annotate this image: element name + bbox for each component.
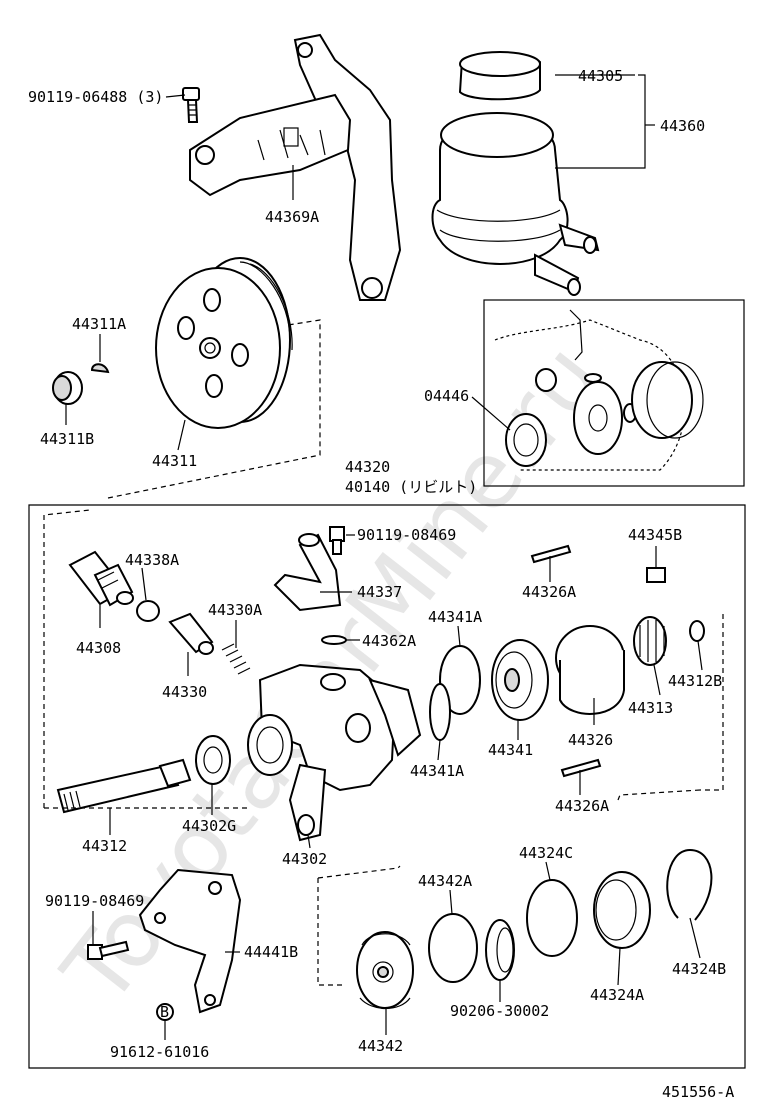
key-44311a — [90, 363, 110, 374]
spring-44330a — [221, 643, 251, 675]
diagram-id: 451556-A — [662, 1083, 734, 1101]
label-valve: 44308 — [76, 639, 121, 657]
bolt-90119-06488 — [182, 87, 200, 123]
label-shaft: 44312 — [82, 837, 127, 855]
label-side-plate: 44341 — [488, 741, 533, 759]
label-nut-b: 91612-61016 — [110, 1043, 209, 1061]
label-key: 44311A — [72, 315, 126, 333]
housing-44302 — [247, 663, 422, 842]
label-reservoir: 44360 — [660, 117, 705, 135]
label-nut: 44311B — [40, 430, 94, 448]
snap-ring-44312b — [689, 620, 705, 642]
oring-44362a — [321, 635, 347, 645]
shaft-44312 — [56, 758, 192, 814]
label-ring-a: 44324A — [590, 986, 644, 1004]
ring-44341a-lower — [429, 683, 451, 741]
pulley-44311 — [155, 257, 293, 429]
seal-44302g — [195, 735, 231, 785]
label-clip: 90206-30002 — [450, 1002, 549, 1020]
cam-ring-44326 — [555, 625, 625, 715]
rotor-44313 — [633, 616, 667, 666]
label-pin-upper: 44326A — [522, 583, 576, 601]
label-pump-assy: 44320 — [345, 458, 390, 476]
rear-housing-44342 — [356, 931, 414, 1010]
pin-44326a-upper — [530, 544, 572, 564]
oring-44342a — [428, 913, 478, 983]
plate-44345b — [646, 567, 666, 583]
label-oring-a: 44342A — [418, 872, 472, 890]
svg-text:B: B — [160, 1003, 169, 1021]
label-pump-rebuilt: 40140 (リビルト) — [345, 478, 477, 496]
label-oring-valve: 44338A — [125, 551, 179, 569]
oring-44338a — [136, 600, 160, 622]
bracket-44369a — [189, 33, 402, 301]
clip-90206-30002 — [485, 919, 515, 981]
label-bolt-low: 90119-08469 — [45, 892, 144, 910]
leader-lines — [65, 74, 703, 1040]
nut-91612-61016: B — [156, 1003, 174, 1021]
label-ring-lower: 44341A — [410, 762, 464, 780]
label-housing: 44302 — [282, 850, 327, 868]
label-gasket-kit: 04446 — [424, 387, 469, 405]
label-union: 44337 — [357, 583, 402, 601]
pin-44326a-lower — [560, 758, 602, 778]
label-pin-lower: 44326A — [555, 797, 609, 815]
reservoir-44360 — [431, 51, 600, 296]
flow-valve-44330 — [168, 612, 214, 655]
label-pulley: 44311 — [152, 452, 197, 470]
label-oring-union: 44362A — [362, 632, 416, 650]
label-bolt-mid: 90119-08469 — [357, 526, 456, 544]
label-flow-valve: 44330 — [162, 683, 207, 701]
label-rotor: 44313 — [628, 699, 673, 717]
valve-44308 — [68, 550, 134, 607]
part-labels: 90119-06488 (3) 44369A 44305 44360 44311… — [28, 67, 734, 1101]
pump-assy-frame — [28, 504, 746, 1069]
label-snap-ring: 44312B — [668, 672, 722, 690]
oring-44324c — [526, 879, 578, 957]
label-snap-b: 44324B — [672, 960, 726, 978]
nut-44311b — [52, 371, 83, 405]
label-rear-housing: 44342 — [358, 1037, 403, 1055]
label-cam-ring: 44326 — [568, 731, 613, 749]
bolt-90119-08469-mid — [329, 526, 345, 555]
label-seal: 44302G — [182, 817, 236, 835]
label-spring: 44330A — [208, 601, 262, 619]
label-plate: 44345B — [628, 526, 682, 544]
ring-44324a — [593, 871, 651, 949]
gasket-kit-04446 — [494, 309, 704, 471]
snap-ring-44324b — [666, 848, 713, 921]
bracket-44441b — [138, 868, 242, 1014]
label-ring-upper: 44341A — [428, 608, 482, 626]
label-cap: 44305 — [578, 67, 623, 85]
label-bracket-low: 44441B — [244, 943, 298, 961]
union-44337 — [273, 533, 342, 612]
side-plate-44341 — [491, 639, 549, 721]
bolt-90119-08469-low — [87, 940, 130, 960]
label-bolt-top: 90119-06488 (3) — [28, 88, 163, 106]
gasket-kit-box — [483, 299, 745, 487]
label-bracket-top: 44369A — [265, 208, 319, 226]
label-oring-c: 44324C — [519, 844, 573, 862]
